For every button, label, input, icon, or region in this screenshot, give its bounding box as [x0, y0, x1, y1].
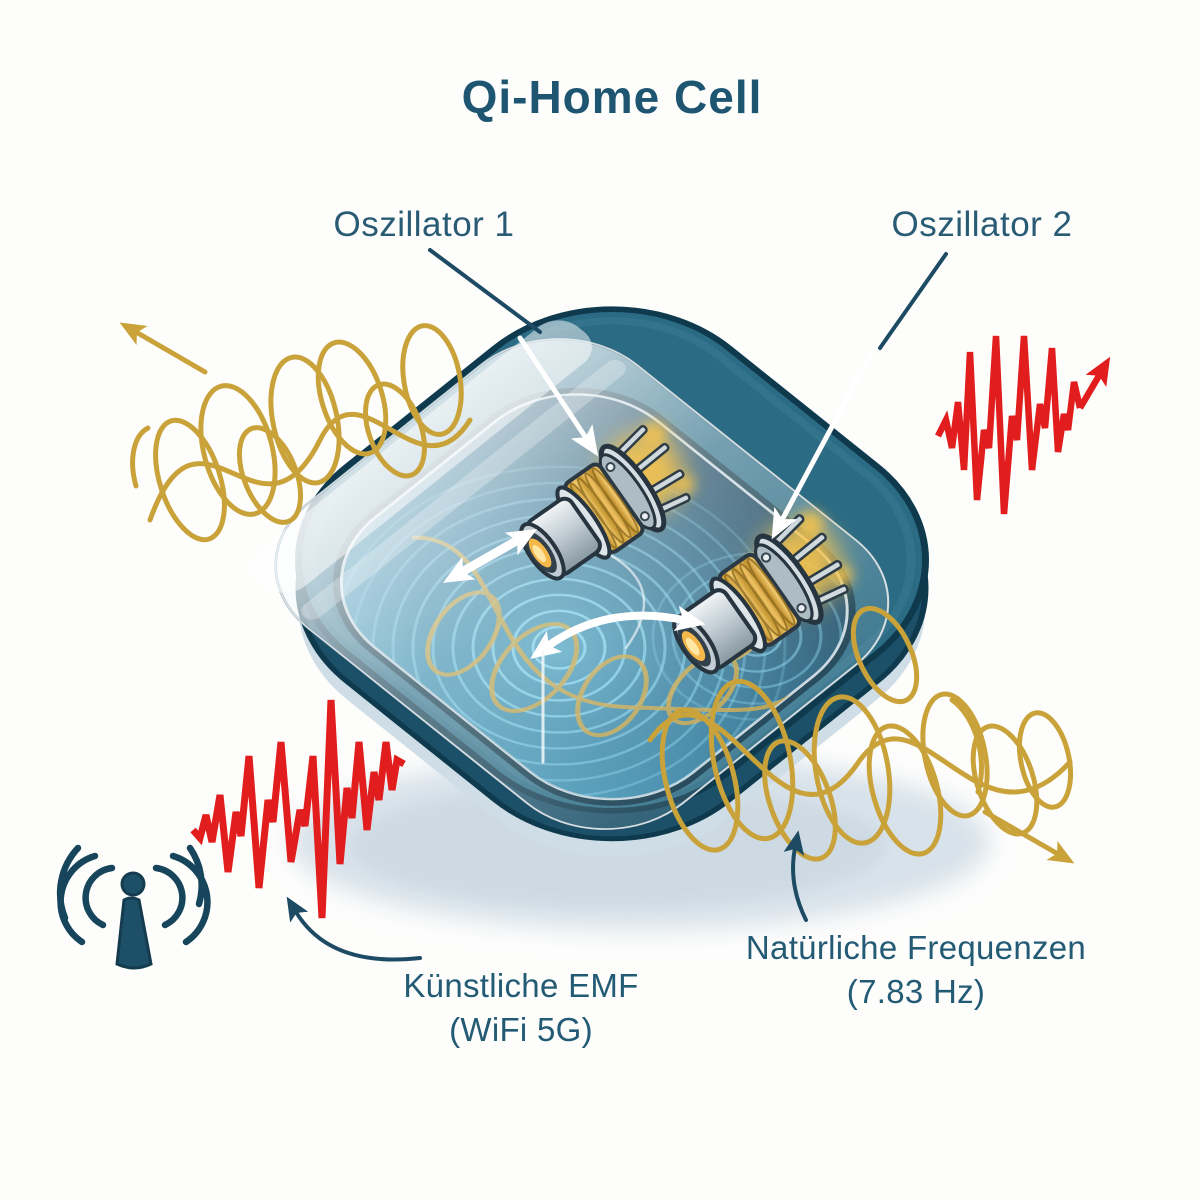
wifi-antenna-icon	[56, 844, 211, 970]
gold-arrow-lower-right	[982, 809, 1075, 864]
oscillator1-label: Oszillator 1	[333, 205, 515, 244]
oscillator2-label: Oszillator 2	[891, 205, 1073, 244]
gold-scribble-wave-upper-left	[119, 322, 473, 543]
natural-freq-line1: Natürliche Frequenzen	[745, 929, 1087, 966]
diagram-title: Qi-Home Cell	[461, 71, 763, 123]
artificial-emf-line1: Künstliche EMF	[403, 967, 639, 1004]
red-emf-zigzag-wave-right	[935, 335, 1111, 515]
artificial-emf-line2: (WiFi 5G)	[449, 1010, 593, 1048]
glass-lid	[251, 320, 890, 831]
natural-freq-line2: (7.83 Hz)	[846, 972, 986, 1010]
artificial-emf-pointer-arrow	[286, 896, 422, 962]
resonance-arrows	[442, 529, 706, 764]
natural-freq-label: Natürliche Frequenzen (7.83 Hz)	[746, 926, 1086, 1013]
gold-arrow-upper-left	[119, 322, 208, 375]
red-emf-zigzag-wave-left	[190, 699, 406, 919]
natural-freq-pointer-arrow	[783, 830, 808, 922]
oscillator2-pointer	[771, 252, 948, 540]
artificial-emf-label: Künstliche EMF (WiFi 5G)	[403, 964, 638, 1051]
gold-scribble-wave-lower-right	[647, 605, 1075, 864]
oscillator1-pointer	[428, 248, 599, 457]
